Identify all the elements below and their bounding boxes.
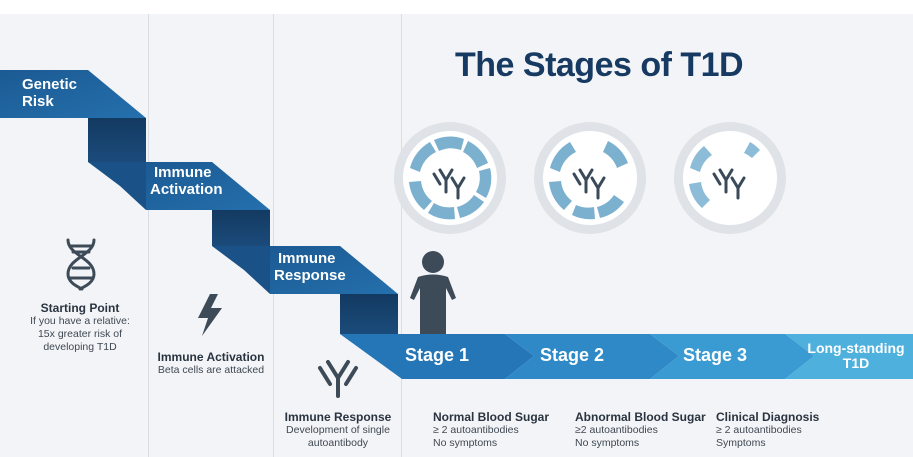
divider-line [148, 14, 149, 457]
caption-stage-2: Abnormal Blood Sugar ≥2 autoantibodies N… [575, 410, 710, 450]
staircase [0, 70, 398, 334]
step-riser [212, 210, 270, 246]
divider-line [401, 14, 402, 457]
step-label-line: Genetic [22, 76, 78, 93]
step-connector [212, 246, 270, 294]
stage-label-line: Long-standing [807, 340, 905, 356]
caption-starting-point: Starting Point If you have a relative: 1… [10, 301, 150, 354]
stage-circle-2 [534, 122, 646, 234]
step-riser [340, 294, 398, 334]
caption-line: No symptoms [575, 437, 640, 449]
caption-line: Symptoms [716, 437, 766, 449]
stage-label-2: Stage 2 [540, 345, 605, 365]
step-immune-response [270, 246, 398, 294]
stage-label-line: T1D [842, 355, 870, 371]
caption-line: ≥ 2 autoantibodies [716, 424, 802, 436]
stage-circle-1 [394, 122, 506, 234]
caption-stage-3: Clinical Diagnosis ≥ 2 autoantibodies Sy… [716, 410, 851, 450]
caption-line: If you have a relative: [30, 315, 130, 327]
lightning-icon [198, 294, 222, 336]
caption-title: Starting Point [40, 301, 120, 315]
caption-line: developing T1D [43, 341, 117, 353]
page-title: The Stages of T1D [455, 46, 744, 84]
caption-title: Normal Blood Sugar [433, 410, 550, 424]
long-standing-segment [785, 334, 913, 379]
step-label-line: Risk [22, 93, 54, 110]
step-label-line: Response [274, 267, 346, 284]
stage-label-3: Stage 3 [683, 345, 748, 365]
caption-title: Abnormal Blood Sugar [575, 410, 706, 424]
stage-1-segment [340, 334, 534, 379]
stage-label-long-standing: Long-standing T1D [800, 341, 912, 371]
step-genetic-risk [0, 70, 146, 118]
divider-line [273, 14, 274, 457]
step-label-line: Immune [154, 164, 212, 181]
step-immune-activation [146, 162, 270, 210]
antibody-icon [318, 360, 358, 398]
caption-title: Immune Response [284, 410, 392, 424]
caption-title: Clinical Diagnosis [716, 410, 820, 424]
step-connector [88, 162, 146, 210]
step-label-immune-activation: Immune Activation [150, 164, 223, 198]
caption-line: autoantibody [307, 437, 369, 449]
stage-circle-3 [674, 122, 786, 234]
caption-immune-response: Immune Response Development of single au… [276, 410, 400, 450]
caption-line: Beta cells are attacked [157, 364, 265, 376]
caption-line: ≥ 2 autoantibodies [433, 424, 519, 436]
caption-line: ≥2 autoantibodies [575, 424, 658, 436]
step-label-line: Activation [150, 181, 223, 198]
stage-label-1: Stage 1 [405, 345, 470, 365]
stage-band [340, 334, 913, 379]
person-icon [410, 251, 456, 334]
background-panel [0, 14, 913, 457]
step-label-immune-response: Immune Response [274, 250, 346, 284]
step-label-genetic-risk: Genetic Risk [22, 76, 77, 110]
caption-title: Immune Activation [157, 350, 265, 364]
step-riser [88, 118, 146, 162]
caption-line: 15x greater risk of [37, 328, 123, 340]
caption-line: Development of single [286, 424, 390, 436]
step-label-line: Immune [278, 250, 336, 267]
caption-immune-activation: Immune Activation Beta cells are attacke… [150, 350, 272, 377]
caption-stage-1: Normal Blood Sugar ≥ 2 autoantibodies No… [433, 410, 563, 450]
dna-icon [66, 238, 96, 291]
stage-3-segment [650, 334, 814, 379]
stage-2-segment [505, 334, 679, 379]
caption-line: No symptoms [433, 437, 498, 449]
